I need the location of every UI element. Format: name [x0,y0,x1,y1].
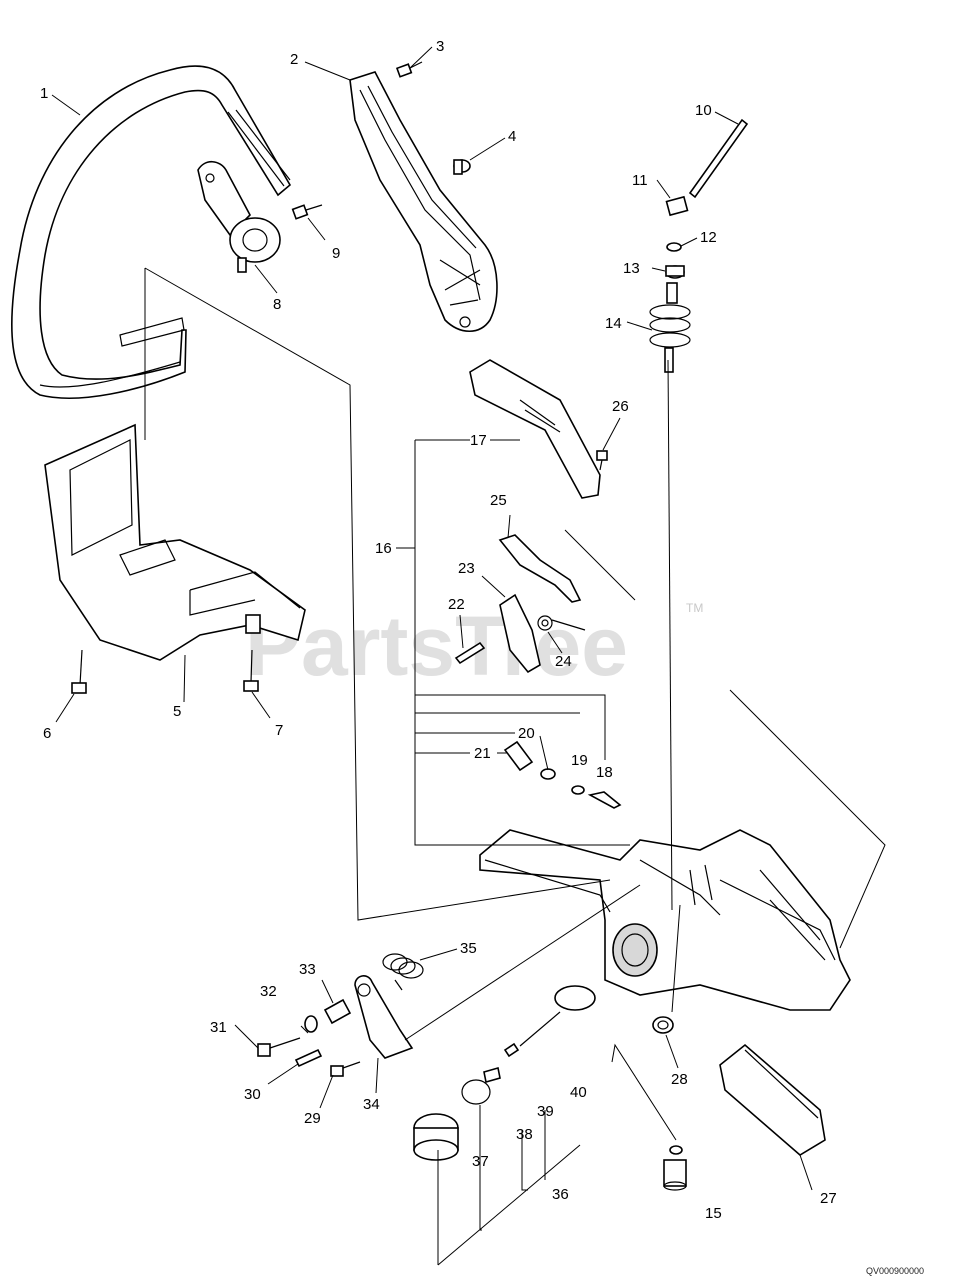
part-20-nut[interactable] [540,768,556,780]
callout-12: 12 [700,229,717,246]
part-31-bolt[interactable] [257,1037,301,1057]
part-27-cover[interactable] [719,1043,826,1156]
part-33-collar[interactable] [323,998,352,1025]
callout-4: 4 [508,128,516,145]
part-24-spring[interactable] [537,615,586,631]
callout-28: 28 [671,1071,688,1088]
bracket-lines [396,439,630,1266]
watermark-text: PartsTree [245,599,628,693]
part-29-bolt[interactable] [330,1061,361,1077]
part-14-spring[interactable] [649,282,691,373]
part-3-screw[interactable] [395,61,423,78]
callout-19: 19 [571,752,588,769]
part-1-front-handle[interactable] [11,65,292,399]
callout-31: 31 [210,1019,227,1036]
callout-15: 15 [705,1205,722,1222]
callout-10: 10 [695,102,712,119]
callout-13: 13 [623,260,640,277]
part-17-handle-cover[interactable] [469,359,601,499]
callout-36: 36 [552,1186,569,1203]
callout-1: 1 [40,85,48,102]
part-40-strainer[interactable] [519,985,596,1047]
callout-37: 37 [472,1153,489,1170]
callout-32: 32 [260,983,277,1000]
part-22-pin[interactable] [454,641,486,665]
part-7-bolt[interactable] [243,649,259,692]
part-26-screw[interactable] [596,450,608,471]
callout-27: 27 [820,1190,837,1207]
part-12-washer[interactable] [666,242,682,252]
part-30-screw[interactable] [294,1048,323,1068]
part-9-bolt[interactable] [291,204,323,220]
part-8-mount-bracket[interactable] [197,160,281,273]
part-25-trigger[interactable] [498,534,582,603]
callout-33: 33 [299,961,316,978]
part-6-bolt[interactable] [71,649,87,694]
part-11-clip[interactable] [665,195,689,217]
callout-2: 2 [290,51,298,68]
callout-3: 3 [436,38,444,55]
callout-18: 18 [596,764,613,781]
part-18-pin[interactable] [587,791,622,809]
part-39-pin[interactable] [503,1042,520,1058]
part-35-spring[interactable] [382,953,424,991]
callout-29: 29 [304,1110,321,1127]
callout-11: 11 [632,172,648,189]
callout-17: 17 [470,432,487,449]
part-5-bottom-bracket[interactable] [44,423,306,661]
callout-16: 16 [375,540,392,557]
callout-14: 14 [605,315,622,332]
callout-22: 22 [448,596,465,613]
part-13-nut[interactable] [665,265,685,279]
callout-30: 30 [244,1086,261,1103]
callout-24: 24 [555,653,572,670]
callouts: 1 2 3 4 5 6 7 8 9 10 11 12 13 14 15 16 1… [40,38,837,1222]
part-37-oring[interactable] [461,1079,491,1105]
part-10-rod[interactable] [688,118,749,199]
part-34-bracket[interactable] [354,975,414,1059]
part-21-cap[interactable] [503,740,534,772]
part-38-clip[interactable] [483,1066,501,1084]
watermark-trademark: TM [686,601,703,615]
callout-9: 9 [332,245,340,262]
assembly-lines [144,267,886,1141]
part-4-grommet[interactable] [453,159,471,175]
main-housing[interactable] [479,829,851,1011]
callout-35: 35 [460,940,477,957]
callout-26: 26 [612,398,629,415]
part-28-cap[interactable] [652,1016,674,1034]
callout-40: 40 [570,1084,587,1101]
callout-6: 6 [43,725,51,742]
callout-23: 23 [458,560,475,577]
callout-5: 5 [173,703,181,720]
callout-20: 20 [518,725,535,742]
part-2-rear-handle-frame[interactable] [349,71,498,333]
callout-7: 7 [275,722,283,739]
callout-38: 38 [516,1126,533,1143]
part-36-fuel-cap[interactable] [413,1113,459,1161]
part-23-lever[interactable] [499,593,541,674]
part-15-filter[interactable] [663,1145,687,1191]
callout-25: 25 [490,492,507,509]
part-19-washer[interactable] [571,785,585,795]
callout-39: 39 [537,1103,554,1120]
callout-8: 8 [273,296,281,313]
part-32-washer[interactable] [304,1015,318,1033]
diagram-code: QV000900000 [866,1266,924,1276]
callout-34: 34 [363,1096,380,1113]
callout-21: 21 [474,745,491,762]
